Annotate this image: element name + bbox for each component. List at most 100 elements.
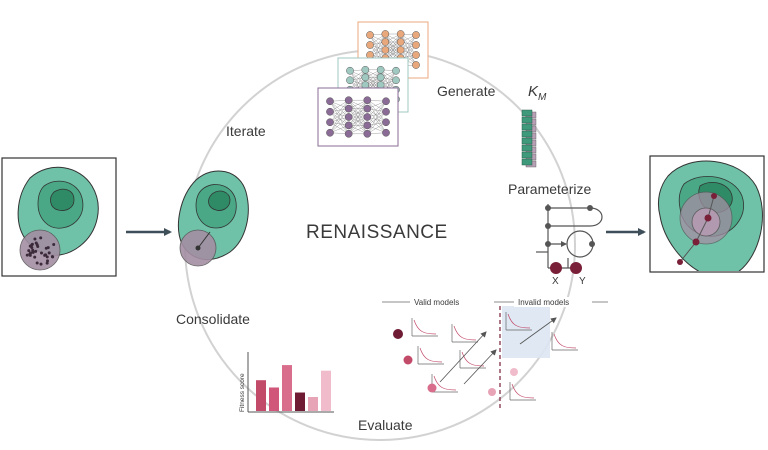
- network-edge: [329, 108, 349, 123]
- step-consolidate-label: Consolidate: [176, 311, 250, 327]
- mini-plot-curve: [507, 313, 531, 329]
- network-edge: [329, 111, 349, 126]
- network-node: [346, 66, 354, 75]
- network-node: [376, 73, 385, 82]
- network-node: [361, 65, 370, 74]
- sample-point: [27, 249, 31, 253]
- metabolite-y-node: [570, 262, 582, 274]
- sample-point: [47, 251, 51, 255]
- sample-point: [31, 249, 35, 253]
- network-edge: [367, 100, 387, 123]
- fitness-bar: [295, 392, 305, 411]
- step-iterate-label: Iterate: [226, 123, 266, 139]
- step-evaluate-label: Evaluate: [358, 417, 413, 433]
- km-cell: [521, 151, 533, 159]
- sample-point: [25, 253, 29, 257]
- iterate-landscape: [178, 170, 249, 267]
- refined-landscape-panel: [649, 155, 765, 273]
- network-edge: [348, 116, 368, 134]
- km-cell: [521, 123, 533, 131]
- network-node: [412, 41, 420, 49]
- network-node: [361, 73, 370, 82]
- network-node: [346, 76, 354, 85]
- network-edge: [329, 111, 349, 134]
- fitness-bar: [321, 370, 331, 411]
- network-node: [344, 129, 353, 138]
- network-node: [363, 104, 372, 113]
- network-edge: [367, 116, 387, 133]
- network-edge: [367, 101, 387, 118]
- network-edge: [329, 101, 349, 126]
- sample-point: [51, 255, 55, 259]
- network-node: [396, 30, 405, 38]
- diagram-title: RENAISSANCE: [306, 222, 448, 243]
- network-node: [363, 121, 372, 130]
- network-node: [344, 121, 353, 130]
- metabolite-x-node: [550, 262, 562, 274]
- network-node: [382, 128, 390, 137]
- network-edge: [400, 41, 417, 66]
- metabolite-x-label: X: [552, 276, 559, 287]
- sample-point: [33, 237, 37, 241]
- sample-point: [39, 262, 43, 266]
- sample-point: [30, 245, 34, 249]
- network-node: [376, 65, 385, 74]
- network-edge: [400, 34, 417, 59]
- sample-point: [30, 242, 34, 246]
- network-node: [363, 113, 372, 121]
- network-node: [382, 107, 390, 116]
- network-node: [396, 46, 405, 54]
- network-node: [326, 118, 334, 127]
- invalid-models-label: Invalid models: [518, 298, 569, 307]
- network-edge: [367, 108, 387, 133]
- metabolite-y-label: Y: [579, 276, 586, 287]
- km-label: KM: [528, 83, 547, 103]
- km-cell: [521, 116, 533, 124]
- network-edge: [400, 33, 417, 56]
- sample-point: [35, 261, 39, 265]
- sample-point: [43, 253, 47, 257]
- network-edge: [367, 108, 387, 123]
- network-edge: [367, 100, 387, 133]
- network-node: [326, 128, 334, 137]
- network-node: [412, 61, 420, 69]
- km-cell: [521, 130, 533, 138]
- network-node: [366, 31, 374, 39]
- network-node: [344, 104, 353, 113]
- network-edge: [329, 100, 349, 133]
- network-edge: [369, 33, 386, 56]
- km-cell: [521, 144, 533, 152]
- initial-landscape-panel: [1, 157, 117, 277]
- fitness-bar: [282, 365, 292, 411]
- valid-models-label: Valid models: [414, 298, 459, 307]
- metabolic-network: X Y: [536, 204, 603, 287]
- km-column: KM: [521, 83, 547, 168]
- step-parameterize-label: Parameterize: [508, 181, 591, 197]
- network-node: [363, 96, 372, 105]
- sample-point: [39, 236, 43, 240]
- sample-point: [34, 249, 38, 253]
- km-cell: [521, 109, 533, 117]
- sample-point: [46, 246, 50, 250]
- network-edge: [369, 34, 386, 59]
- network-edge: [349, 69, 366, 90]
- sample-point: [29, 251, 33, 255]
- network-edge: [367, 111, 387, 126]
- km-cell: [521, 137, 533, 145]
- network-node: [381, 46, 390, 54]
- network-node: [326, 107, 334, 116]
- sample-point: [33, 255, 37, 259]
- network-edge: [329, 116, 349, 133]
- sample-point: [45, 255, 49, 259]
- network-edge: [380, 69, 397, 90]
- km-cell: [521, 158, 533, 166]
- network-edge: [385, 33, 401, 59]
- mini-plot-curve: [413, 319, 437, 335]
- mini-plot-curve: [419, 347, 443, 363]
- network-node: [412, 51, 420, 59]
- step-generate-label: Generate: [437, 83, 496, 99]
- fitness-ylabel: Fitness score: [239, 373, 246, 412]
- network-edge: [329, 101, 349, 118]
- mini-plot-curve: [553, 333, 577, 349]
